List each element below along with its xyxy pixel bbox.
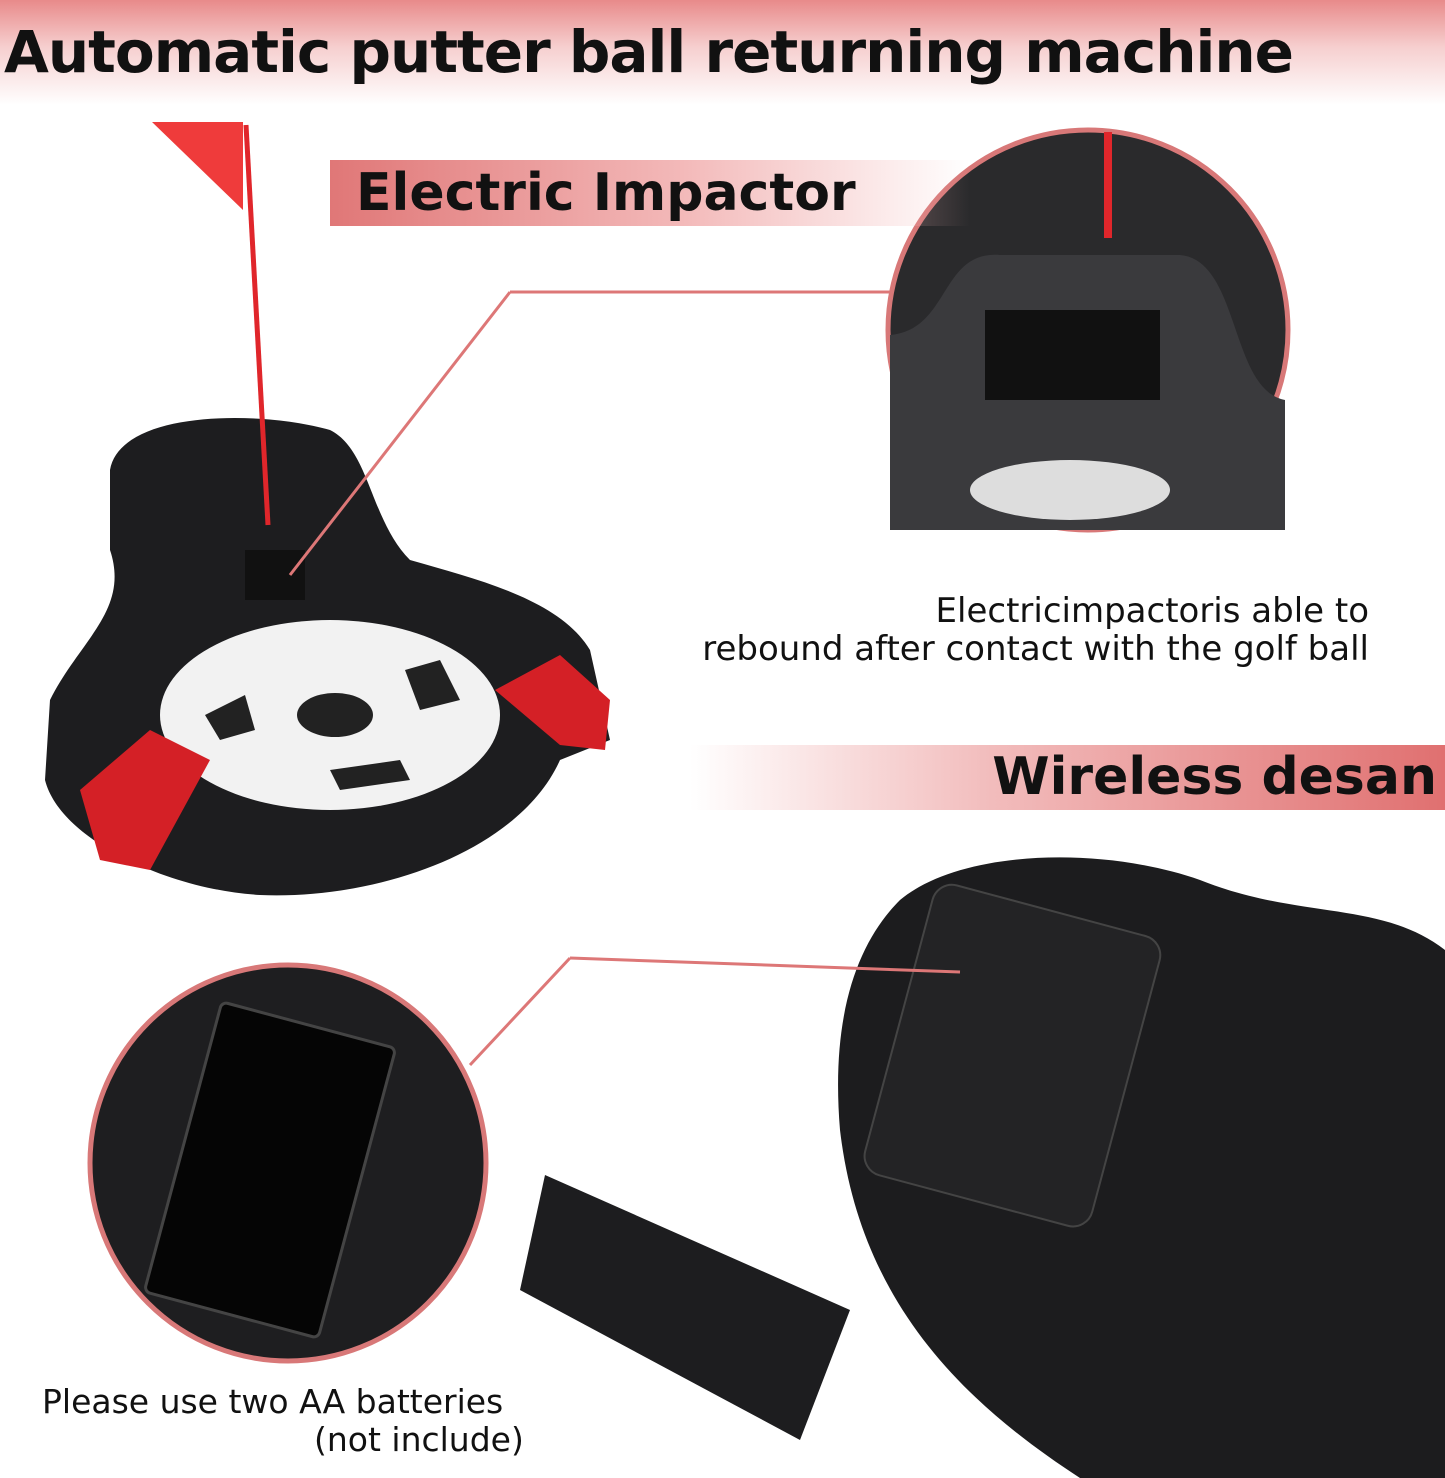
feature-banner-electric-impactor	[330, 160, 970, 226]
description-line: rebound after contact with the golf ball	[702, 629, 1369, 669]
flag-icon	[152, 122, 243, 210]
battery-note-line: Please use two AA batteries	[42, 1382, 504, 1421]
feature-banner-wireless	[690, 745, 1445, 810]
feature-heading: Electric Impactor	[356, 163, 856, 223]
putter-return-machine	[45, 122, 610, 896]
page-title: Automatic putter ball returning machine	[4, 18, 1294, 86]
impactor-closeup	[288, 127, 1291, 576]
battery-note-line: (not include)	[314, 1420, 524, 1459]
wireless-bottom-plate	[468, 857, 1445, 1478]
feature-description: Electricimpactoris able to rebound after…	[702, 592, 1369, 668]
title-banner	[0, 0, 1445, 105]
battery-cover	[520, 1175, 850, 1440]
battery-note: Please use two AA batteries (not include…	[42, 1383, 524, 1459]
description-line: Electricimpactoris able to	[935, 591, 1369, 631]
feature-heading: Wireless desan	[992, 747, 1437, 807]
battery-closeup	[87, 962, 489, 1364]
